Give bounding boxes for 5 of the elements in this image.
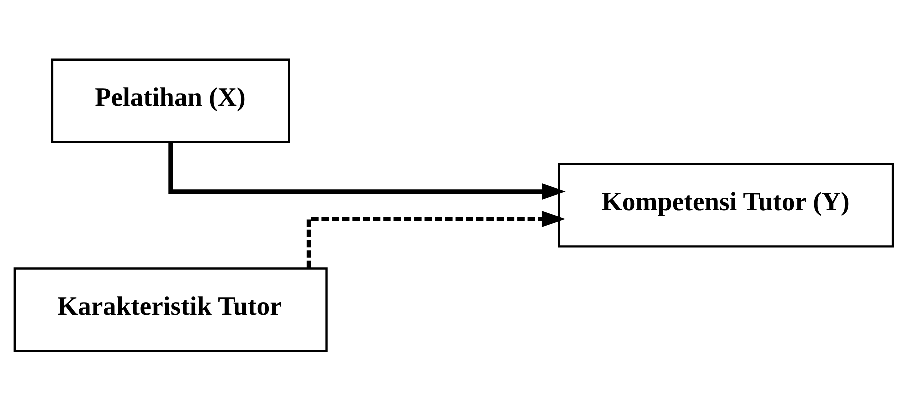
arrow (306, 210, 566, 268)
node-box: Pelatihan (X) (51, 58, 290, 143)
arrow (168, 142, 566, 200)
node-box: Karakteristik Tutor (14, 267, 328, 352)
node-box: Kompetensi Tutor (Y) (558, 162, 894, 248)
